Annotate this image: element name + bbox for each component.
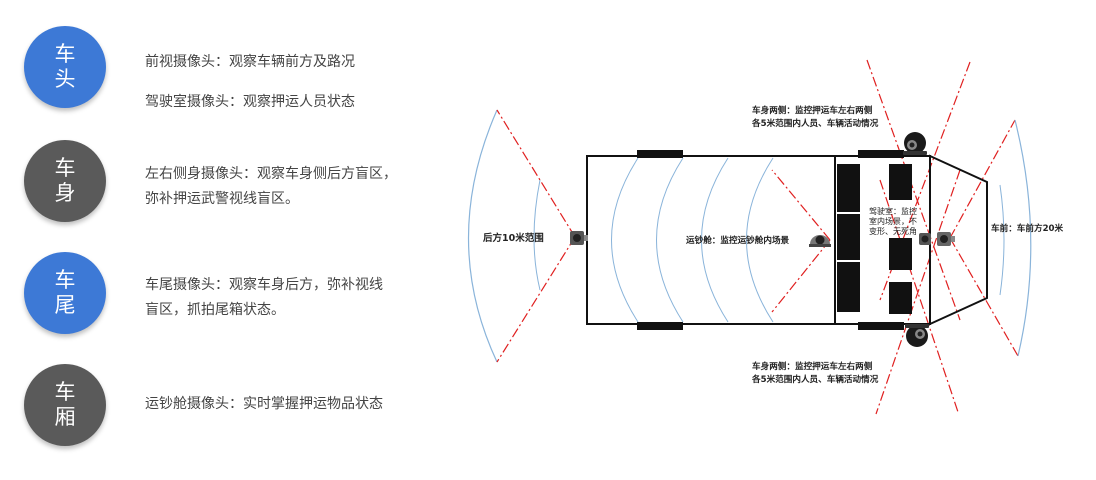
badge-compartment-line1: 车 <box>54 381 76 404</box>
cab-camera-icon <box>919 233 931 245</box>
cargo-ray-bottom <box>771 239 831 313</box>
side-bottom-label-line1: 车身两侧：监控押运车左右两侧 <box>752 360 873 372</box>
front-cone-outer <box>1014 119 1032 357</box>
badge-head-line2: 头 <box>54 68 76 91</box>
front-ray-bottom <box>949 237 1019 357</box>
front-camera-icon <box>937 232 955 246</box>
badge-body-line2: 身 <box>54 182 76 205</box>
cargo-arc-4 <box>746 157 774 323</box>
cargo-camera-icon <box>809 235 831 247</box>
seat-right-1 <box>889 164 912 200</box>
rear-camera-icon <box>570 231 588 245</box>
cab-camera-label-line1: 驾驶室：监控 <box>869 206 917 216</box>
cab-camera-label-line2: 室内场景，不 <box>869 216 917 226</box>
rear-cone-outer <box>467 109 498 363</box>
side-bottom-label-line2: 各5米范围内人员、车辆活动情况 <box>751 373 879 385</box>
rear-coverage-label: 后方10米范围 <box>483 232 544 244</box>
seat-left-2 <box>837 214 860 260</box>
seat-left-1 <box>837 164 860 212</box>
side-top-ray-a <box>866 59 961 321</box>
cargo-arc-2 <box>656 157 684 323</box>
seat-left-3 <box>837 262 860 312</box>
desc-head: 前视摄像头：观察车辆前方及路况 驾驶室摄像头：观察押运人员状态 <box>145 50 355 113</box>
rear-cone-inner <box>533 179 541 291</box>
wheel-front-top <box>858 150 904 158</box>
desc-head-front-camera: 前视摄像头：观察车辆前方及路况 <box>145 53 355 69</box>
desc-head-cab-camera: 驾驶室摄像头：观察押运人员状态 <box>145 93 355 109</box>
side-bottom-ray-a <box>879 179 959 413</box>
side-top-label-line2: 各5米范围内人员、车辆活动情况 <box>751 117 879 129</box>
badge-tail-line2: 尾 <box>54 294 76 317</box>
front-coverage-label: 车前：车前方20米 <box>991 222 1064 234</box>
desc-body: 左右侧身摄像头：观察车身侧后方盲区， 弥补押运武警视线盲区。 <box>145 162 397 210</box>
cargo-ray-top <box>771 169 831 241</box>
desc-tail: 车尾摄像头：观察车身后方，弥补视线 盲区，抓拍尾箱状态。 <box>145 273 383 321</box>
side-bottom-camera-icon <box>905 324 929 347</box>
desc-compartment-line1: 运钞舱摄像头：实时掌握押运物品状态 <box>145 395 383 411</box>
wheel-front-bottom <box>858 322 904 330</box>
desc-body-line2: 弥补押运武警视线盲区。 <box>145 190 299 206</box>
badge-body: 车 身 <box>24 140 106 222</box>
badge-head-line1: 车 <box>54 43 76 66</box>
side-top-camera-icon <box>903 132 927 155</box>
hood-outline <box>929 154 988 326</box>
rear-coverage <box>467 109 576 363</box>
wheel-rear-top <box>637 150 683 158</box>
badge-compartment: 车 厢 <box>24 364 106 446</box>
badge-head: 车 头 <box>24 26 106 108</box>
cargo-camera-label: 运钞舱：监控运钞舱内场景 <box>686 234 790 246</box>
badge-tail: 车 尾 <box>24 252 106 334</box>
rear-ray-bottom <box>496 236 576 363</box>
side-top-label-line1: 车身两侧：监控押运车左右两侧 <box>752 104 873 116</box>
wheel-rear-bottom <box>637 322 683 330</box>
badge-compartment-line2: 厢 <box>54 406 76 429</box>
seat-right-2 <box>889 238 912 270</box>
desc-tail-line1: 车尾摄像头：观察车身后方，弥补视线 <box>145 276 383 292</box>
front-coverage <box>949 119 1032 357</box>
badge-body-line1: 车 <box>54 157 76 180</box>
front-cone-inner <box>999 184 1005 296</box>
desc-compartment: 运钞舱摄像头：实时掌握押运物品状态 <box>145 392 383 415</box>
badge-tail-line1: 车 <box>54 269 76 292</box>
rear-ray-top <box>496 109 576 238</box>
desc-tail-line2: 盲区，抓拍尾箱状态。 <box>145 301 285 317</box>
cab-camera-label-line3: 变形、无死角 <box>869 226 917 236</box>
desc-body-line1: 左右侧身摄像头：观察车身侧后方盲区， <box>145 165 397 181</box>
side-bottom-ray-b <box>875 169 961 415</box>
cargo-arc-3 <box>701 157 729 323</box>
seat-right-3 <box>889 282 912 314</box>
cargo-arc-1 <box>611 157 639 323</box>
